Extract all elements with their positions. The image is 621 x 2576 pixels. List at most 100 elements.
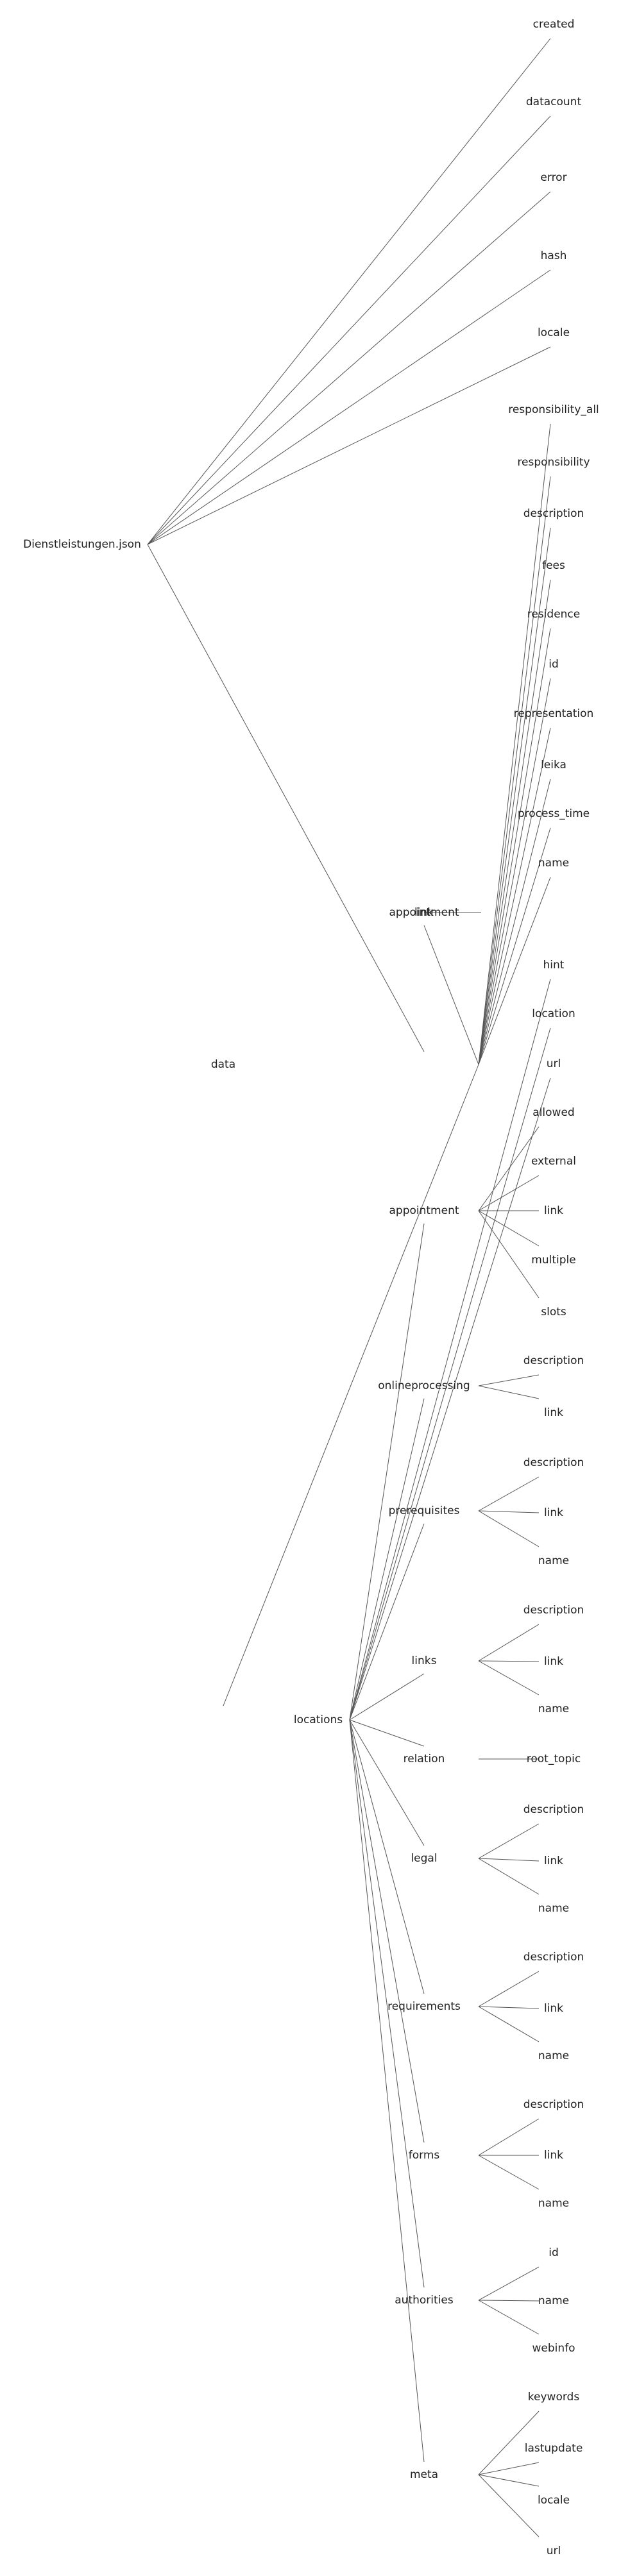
tree-edge (423, 925, 479, 1065)
tree-edge (478, 1374, 540, 1386)
tree-edge (478, 527, 551, 1065)
node-label-description: description (523, 1803, 584, 1816)
node-label-link: link (544, 1406, 563, 1419)
tree-edge (478, 2474, 540, 2538)
tree-edge (478, 1476, 540, 1511)
node-label-name: name (538, 2197, 569, 2210)
node-label-datacount: datacount (526, 96, 582, 108)
tree-edge (478, 2300, 540, 2335)
node-label-root-topic: root_topic (527, 1753, 581, 1765)
node-label-link: link (544, 2149, 563, 2162)
node-label-onlineprocessing: onlineprocessing (378, 1379, 470, 1392)
node-label-id: id (549, 658, 559, 671)
node-label-error: error (540, 171, 566, 184)
tree-edge (478, 1210, 540, 1247)
node-label-id: id (549, 2246, 559, 2259)
tree-edge (478, 827, 551, 1065)
node-label-hash: hash (541, 249, 567, 262)
tree-edge (147, 38, 551, 545)
node-label-meta: meta (410, 2468, 438, 2481)
node-label-link: link (544, 1204, 563, 1217)
tree-edge (478, 779, 551, 1065)
node-label-process-time: process_time (518, 807, 590, 820)
node-label-locale: locale (538, 326, 570, 339)
node-label-external: external (531, 1155, 576, 1168)
node-label-link: link (544, 1506, 563, 1519)
node-label-description: description (523, 1354, 584, 1367)
tree-edge (147, 544, 425, 1052)
tree-edge (478, 2006, 540, 2042)
tree-edge (478, 2118, 540, 2156)
tree-edge (478, 1858, 540, 1895)
tree-edge (478, 727, 551, 1065)
tree-edge (478, 1823, 540, 1859)
node-label-name: name (538, 1902, 569, 1915)
node-label-link: link (544, 1855, 563, 1867)
tree-edge (147, 191, 551, 545)
node-label-description: description (523, 1951, 584, 1964)
tree-edge (349, 1398, 425, 1721)
tree-edge (478, 2300, 540, 2302)
node-label-description: description (523, 1604, 584, 1617)
node-label-appointment: appointment (389, 1204, 459, 1217)
tree-edge (478, 2411, 540, 2475)
node-label-url: url (547, 1057, 561, 1070)
node-label-name: name (538, 2050, 569, 2062)
node-label-locations: locations (294, 1713, 343, 1726)
node-label-dienstleistungen-json: Dienstleistungen.json (23, 538, 141, 551)
tree-edge (147, 346, 551, 545)
tree-edge (349, 1719, 425, 2143)
node-label-responsibility: responsibility (517, 456, 590, 469)
tree-edge (478, 628, 551, 1065)
tree-edge (478, 1624, 540, 1662)
node-label-description: description (523, 507, 584, 520)
node-label-keywords: keywords (528, 2391, 580, 2403)
tree-edge (147, 115, 551, 545)
node-label-name: name (538, 2294, 569, 2307)
node-label-allowed: allowed (532, 1106, 574, 1119)
node-label-webinfo: webinfo (532, 2342, 575, 2355)
node-label-locale: locale (538, 2494, 570, 2507)
node-label-responsibility-all: responsibility_all (508, 403, 599, 416)
tree-labels: Dienstleistungen.json created datacount err… (23, 18, 599, 2557)
tree-edge (478, 2155, 540, 2190)
tree-edge (478, 579, 551, 1065)
node-label-links: links (412, 1654, 437, 1667)
tree-edge (478, 1510, 540, 1547)
tree-edge (349, 1223, 425, 1721)
tree-edge (147, 269, 551, 545)
node-label-created: created (533, 18, 575, 31)
node-label-leika: leika (541, 759, 566, 771)
node-label-lastupdate: lastupdate (525, 2442, 583, 2455)
node-label-description: description (523, 2098, 584, 2111)
tree-edge (349, 1027, 551, 1721)
node-label-fees: fees (542, 559, 565, 572)
node-label-data: data (211, 1058, 235, 1071)
tree-edge (349, 1719, 425, 1747)
tree-edge (478, 2474, 540, 2487)
tree-edge (478, 877, 551, 1065)
tree-edge (349, 1719, 425, 2462)
tree-edge (478, 1126, 540, 1211)
node-label-forms: forms (409, 2149, 440, 2162)
tree-edge (349, 1719, 425, 1994)
node-label-name: name (538, 1554, 569, 1567)
tree-edge (478, 1660, 540, 1662)
node-label-name: name (538, 1703, 569, 1715)
tree-edge (478, 476, 551, 1065)
tree-edge (478, 2266, 540, 2301)
node-label-prerequisites: prerequisites (389, 1504, 460, 1517)
node-label-link: link (544, 1655, 563, 1668)
node-label-multiple: multiple (531, 1254, 575, 1267)
node-label-link: link (544, 2002, 563, 2015)
node-label-residence: residence (527, 608, 581, 621)
tree-edge (349, 1673, 425, 1721)
tree-edge (223, 1064, 479, 1706)
node-label-requirements: requirements (387, 2000, 461, 2013)
tree-edge (478, 1858, 540, 1862)
node-label-name: name (538, 857, 569, 870)
node-label-description: description (523, 1456, 584, 1469)
node-label-location: location (532, 1007, 575, 1020)
node-label-slots: slots (541, 1306, 566, 1318)
